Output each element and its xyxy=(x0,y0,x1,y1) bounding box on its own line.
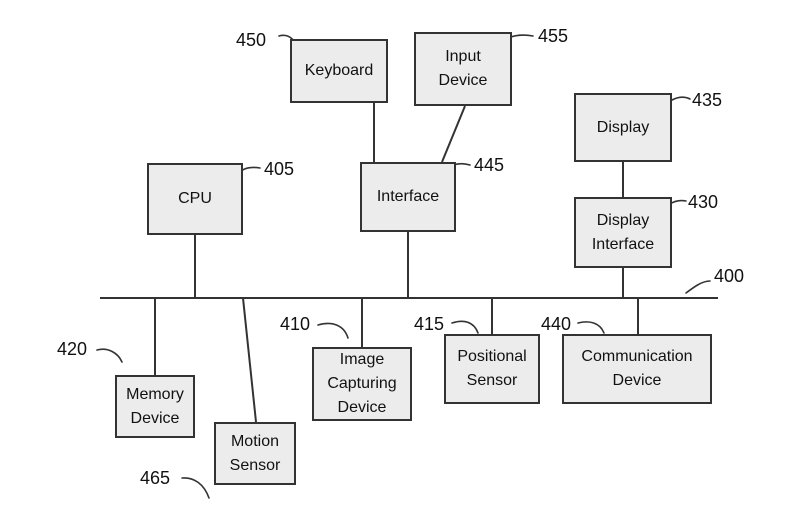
ref-display: 435 xyxy=(692,90,723,110)
display-interface-block: Display Interface xyxy=(574,197,672,268)
memory-device-block: Memory Device xyxy=(115,375,195,438)
display-interface-label: Display Interface xyxy=(591,211,655,253)
ref-display-interface: 430 xyxy=(688,192,719,212)
ref-positional-sensor: 415 xyxy=(414,314,445,334)
leader-410 xyxy=(317,322,349,339)
keyboard-label: Keyboard xyxy=(304,62,374,79)
communication-device-block: Communication Device xyxy=(562,334,712,404)
display-label: Display xyxy=(596,118,650,136)
image-capturing-device-label: Image Capturing Device xyxy=(327,351,397,416)
input-device-block: Input Device xyxy=(414,32,512,106)
interface-label: Interface xyxy=(376,188,440,205)
image-capturing-device-block: Image Capturing Device xyxy=(312,347,412,421)
leader-415 xyxy=(451,320,479,334)
positional-sensor-label: Positional Sensor xyxy=(457,348,527,389)
leader-400 xyxy=(685,280,711,294)
ref-input-device: 455 xyxy=(538,26,569,46)
memory-device-label: Memory Device xyxy=(126,385,184,427)
keyboard-block: Keyboard xyxy=(290,39,388,103)
motion-sensor-block: Motion Sensor xyxy=(214,422,296,485)
ref-motion-sensor: 465 xyxy=(140,468,171,488)
ref-memory-device: 420 xyxy=(57,339,88,359)
positional-sensor-block: Positional Sensor xyxy=(444,334,540,404)
interface-block: Interface xyxy=(360,162,456,232)
ref-bus: 400 xyxy=(714,266,745,286)
cpu-label: CPU xyxy=(178,190,212,207)
input-device-label: Input Device xyxy=(438,48,488,89)
leader-430 xyxy=(669,199,687,205)
cpu-block: CPU xyxy=(147,163,243,235)
input-device-to-interface-connector xyxy=(441,105,466,163)
leader-440 xyxy=(577,321,605,334)
ref-image-capturing-device: 410 xyxy=(280,314,311,334)
motion-sensor-connector xyxy=(242,297,257,423)
leader-420 xyxy=(96,348,123,363)
leader-435 xyxy=(671,96,691,101)
leader-465 xyxy=(181,477,210,499)
ref-cpu: 405 xyxy=(264,159,295,179)
ref-interface: 445 xyxy=(474,155,505,175)
communication-device-label: Communication Device xyxy=(581,348,693,389)
motion-sensor-label: Motion Sensor xyxy=(229,432,281,474)
ref-keyboard: 450 xyxy=(236,30,267,50)
display-block: Display xyxy=(574,93,672,162)
ref-communication-device: 440 xyxy=(541,314,572,334)
